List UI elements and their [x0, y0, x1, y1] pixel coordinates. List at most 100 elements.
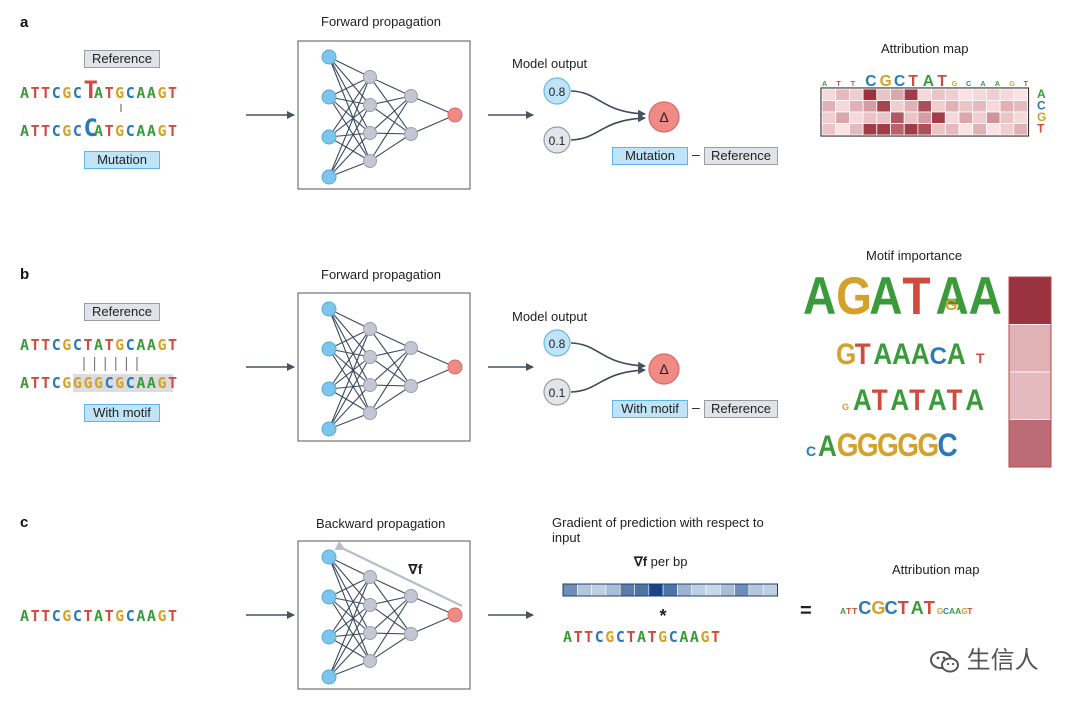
- panel-a-seq-reference-base: A: [94, 84, 103, 102]
- panel-a-delta-circle: [648, 101, 680, 133]
- panel-a-seq-reference-base: C: [126, 84, 135, 102]
- panel-b-network-edge: [410, 347, 456, 368]
- panel-b-motif2-logo-base: C: [930, 343, 947, 370]
- watermark-text: 生信人: [966, 647, 1039, 674]
- panel-c-seq-base: C: [52, 607, 61, 625]
- panel-c-network-input-node: [321, 669, 337, 685]
- panel-c-network-hidden-node: [363, 626, 377, 640]
- panel-a-network-hidden-node: [363, 98, 377, 112]
- panel-b-motif1-logo-base: G: [836, 266, 872, 326]
- panel-c-seq-multiplied-base: C: [669, 628, 678, 646]
- panel-a-heatmap-cell: [849, 111, 864, 124]
- panel-a-heatmap-cell: [903, 111, 919, 124]
- panel-b-network-edge: [328, 384, 371, 430]
- panel-c-attribution-logo-base: C: [884, 598, 897, 618]
- panel-a-network-edge: [410, 114, 456, 135]
- panel-a-heatmap-cell: [999, 100, 1015, 113]
- panel-c-gradient-cell: [591, 583, 607, 597]
- panel-a-network-hidden-node: [363, 70, 377, 84]
- panel-b-seq-reference-base: A: [20, 336, 29, 354]
- panel-a-heatmap-cell: [862, 111, 878, 124]
- panel-a-network-edge: [369, 95, 412, 134]
- panel-b-motif1-logo-base: A: [803, 266, 836, 326]
- panel-a-network-edge: [410, 95, 456, 116]
- panel-c-gradient-cell: [648, 583, 664, 597]
- panel-a-delta-symbol: Δ: [659, 109, 668, 125]
- panel-b-motif3-logo-base: A: [965, 383, 984, 416]
- panel-c-network-edge: [369, 576, 412, 597]
- panel-c-attribution-logo-base: A: [911, 598, 924, 618]
- panel-c-gradient-cell: [691, 583, 707, 597]
- panel-a-heatmap-cell: [876, 88, 891, 101]
- panel-a-heatmap-cell: [999, 123, 1015, 136]
- panel-c-attribution-logo-base: C: [858, 598, 871, 618]
- panel-c-attribution-logo-base: T: [898, 598, 909, 618]
- panel-a-output-circle-low: [543, 126, 571, 154]
- panel-a-heatmap-cell: [917, 100, 933, 113]
- panel-b-motif3-logo-base: T: [872, 383, 888, 416]
- panel-a-attribution-logo-base: C: [894, 73, 905, 90]
- panel-c-seq-base: T: [41, 607, 50, 625]
- panel-b-motif4-logo-base: A: [818, 429, 837, 462]
- panel-a-attribution-logo-base: G: [880, 73, 892, 90]
- panel-b-motif2-logo-base: A: [911, 337, 930, 370]
- panel-a-seq-mutation-base: G: [115, 122, 124, 140]
- panel-c-seq-multiplied-base: C: [595, 628, 604, 646]
- panel-a-mutation-label: Mutation: [84, 151, 160, 169]
- panel-a-network-edge: [328, 136, 371, 162]
- panel-a-heatmap-cell: [835, 123, 850, 136]
- panel-a-diff-right: Reference: [704, 147, 778, 165]
- panel-a-attribution-logo-base: T: [908, 73, 918, 90]
- panel-b-seq-reference-base: G: [115, 336, 124, 354]
- panel-c-seq-base: C: [73, 607, 82, 625]
- panel-c-letter: c: [20, 514, 29, 531]
- panel-b-motif4-logo-base: G: [837, 428, 859, 463]
- per-bp-text: per bp: [647, 554, 688, 569]
- panel-a-seq-reference-base: C: [73, 84, 82, 102]
- panel-c-network-edge: [369, 604, 412, 635]
- panel-b-seq-reference-base: T: [83, 336, 92, 354]
- panel-a-attribution-logo-base: T: [937, 73, 947, 90]
- panel-a-letter: a: [20, 14, 29, 31]
- panel-b-seq-motif-base: C: [52, 374, 61, 392]
- panel-b-motif1-logo-base: T: [902, 266, 930, 326]
- panel-b-motif-label: With motif: [84, 404, 160, 422]
- panel-a-heatmap-cell: [958, 88, 974, 101]
- panel-a-heatmap-cell: [917, 88, 933, 101]
- panel-c-grad-symbol: ∇f: [408, 561, 423, 577]
- panel-c-seq-multiplied-base: T: [711, 628, 720, 646]
- panel-b-network-edge: [328, 388, 371, 414]
- panel-a-attribution-logo-base: A: [980, 79, 985, 88]
- panel-b-seq-reference-base: A: [147, 336, 156, 354]
- panel-a-heatmap-cell: [999, 111, 1015, 124]
- panel-a-network-edge: [328, 56, 371, 162]
- panel-a-attribution-logo-base: T: [851, 79, 856, 88]
- panel-a-network-edge: [328, 104, 371, 178]
- panel-c-gradient-title: Gradient of prediction with respect to i…: [552, 515, 764, 545]
- panel-c-seq-base: T: [31, 607, 40, 625]
- panel-b-seq-reference-base: T: [31, 336, 40, 354]
- panel-a-network-edge: [328, 76, 371, 138]
- panel-b-network-hidden-node: [363, 322, 377, 336]
- panel-c-times-symbol: *: [659, 606, 666, 626]
- panel-b-seq-reference-base: T: [168, 336, 177, 354]
- panel-c-network-edge: [369, 595, 412, 662]
- panel-a-attribution-logo-base: A: [995, 79, 1000, 88]
- panel-a-seq-mutation-base: T: [168, 122, 177, 140]
- panel-c-attribution-logo-base: A: [949, 606, 955, 616]
- panel-b-arrow-low: [570, 366, 646, 393]
- panel-a-heatmap-cell: [972, 123, 987, 136]
- panel-c-attribution-title: Attribution map: [892, 562, 980, 577]
- panel-a-heatmap-cell: [903, 88, 919, 101]
- panel-a-heatmap-cell: [1013, 123, 1028, 136]
- panel-c-network-edge: [328, 576, 371, 598]
- panel-b-network-edge: [328, 308, 371, 330]
- panel-c-network-hidden-node: [363, 598, 377, 612]
- panel-b-arrow-high: [570, 342, 646, 370]
- panel-b-motif4-logo-base: C: [938, 428, 958, 463]
- panel-a-heatmap-cell: [917, 123, 933, 136]
- panel-b-network-edge: [369, 385, 412, 414]
- panel-a-network-input-node: [321, 129, 337, 145]
